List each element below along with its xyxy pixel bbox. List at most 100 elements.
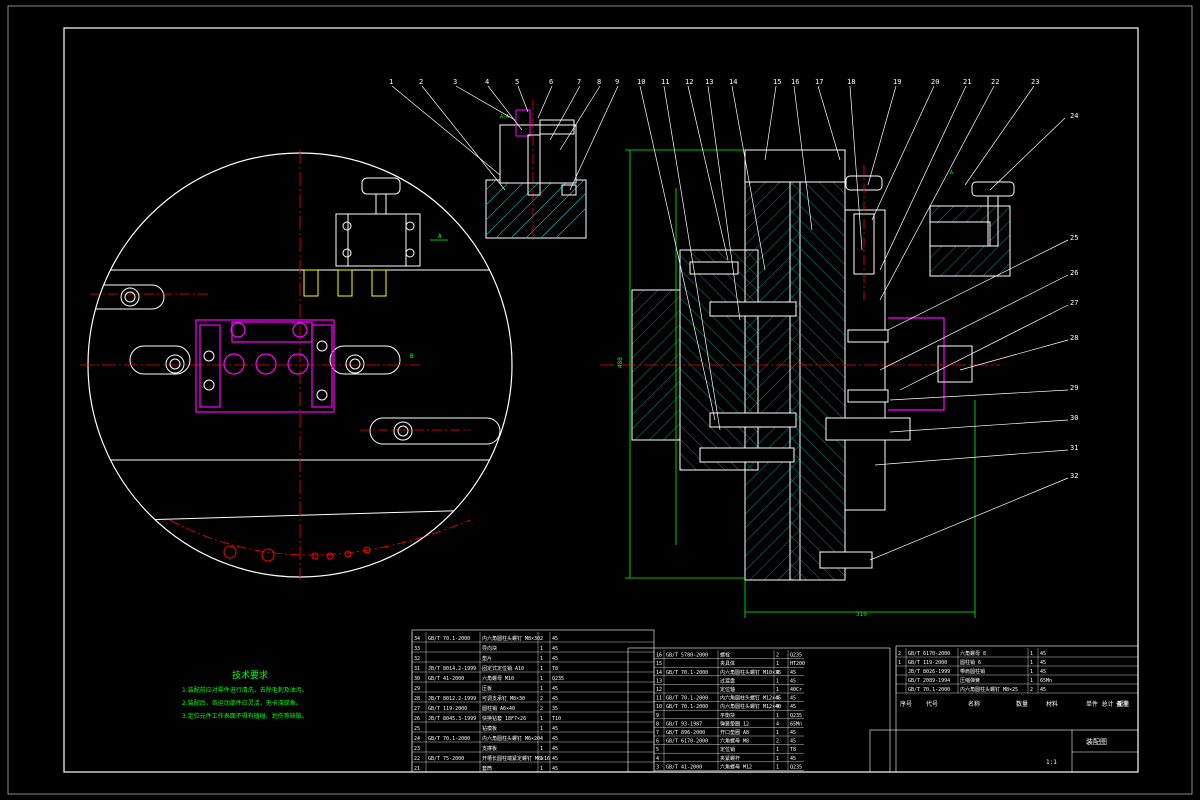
table-cell: 带肩圆柱销 (960, 668, 985, 675)
table-cell: 3 (656, 764, 659, 770)
table-cell: 1 (898, 660, 901, 666)
table-cell: 1 (776, 678, 779, 684)
table-cell: 4 (540, 736, 543, 742)
balloon-number: 8 (597, 78, 601, 86)
table-cell: JB/T 8014.2-1999 (428, 666, 476, 672)
table-cell: 内六角圆柱头螺钉 M8×30 (482, 635, 540, 642)
table-cell: 定位销 (720, 746, 735, 753)
table-cell: 8 (656, 721, 659, 727)
table-cell: 25 (414, 726, 420, 732)
table-cell: 4 (776, 696, 779, 702)
table-cell: T8 (790, 747, 796, 753)
table-cell: 45 (552, 756, 558, 762)
table-cell: 23 (414, 746, 420, 752)
table-cell: 2 (540, 636, 543, 642)
balloon-number: 16 (791, 78, 799, 86)
table-cell: 29 (414, 686, 420, 692)
clamp-block (335, 177, 421, 267)
table-cell: 15 (656, 661, 662, 667)
tech-notes: 1.装配前应对零件进行清洗，去除毛刺及油污。 2.装配后，各运动部件应灵活，无卡… (182, 684, 352, 723)
table-cell: 1 (1030, 651, 1033, 657)
table-cell: 固定式定位销 A10 (482, 665, 524, 672)
table-cell: 14 (656, 670, 662, 676)
table-cell: GB/T 70.1-2000 (666, 704, 708, 710)
balloon-number: 33 (1070, 0, 1078, 2)
table-cell: 2 (540, 696, 543, 702)
section-mark-a: A (438, 233, 442, 240)
table-cell: 45 (1040, 660, 1046, 666)
table-header-cell: 备注 (1116, 700, 1128, 708)
dim-width: 310 (856, 611, 867, 618)
drawing-scale: 1:1 (1046, 759, 1057, 766)
table-cell: 22 (414, 756, 420, 762)
balloon-number: 20 (931, 78, 939, 86)
table-cell: 32 (414, 656, 420, 662)
table-cell: 内六角圆柱头螺钉 M6×20 (482, 735, 540, 742)
svg-text:A-A: A-A (500, 114, 509, 120)
table-cell: 套筒 (482, 765, 492, 772)
table-cell: 压板 (482, 685, 492, 692)
table-cell: 2 (540, 706, 543, 712)
table-cell: 1 (540, 686, 543, 692)
table-cell: 45 (1040, 687, 1046, 693)
table-cell: 9 (656, 713, 659, 719)
table-header-cell: 代号 (926, 700, 938, 708)
table-cell: 4 (776, 670, 779, 676)
table-cell: 2 (1030, 687, 1033, 693)
table-cell: 六角螺母 M12 (720, 763, 752, 770)
table-cell: GB/T 6170-2000 (908, 651, 950, 657)
table-cell: 1 (1030, 678, 1033, 684)
balloon-number: 29 (1070, 384, 1078, 392)
table-cell: GB/T 41-2000 (666, 764, 702, 770)
balloon-number: 31 (1070, 444, 1078, 452)
table-cell: 21 (414, 766, 420, 772)
balloon-number: 19 (893, 78, 901, 86)
balloon-number: 23 (1031, 78, 1039, 86)
balloon-number: 15 (773, 78, 781, 86)
table-cell: 30 (414, 676, 420, 682)
table-cell: 内六角圆柱头螺钉 M12×40 (720, 703, 781, 710)
balloon-number: 6 (549, 78, 553, 86)
table-cell: 1 (540, 766, 543, 772)
table-cell: 六角螺母 8 (960, 650, 986, 657)
table-cell: 1 (776, 730, 779, 736)
table-cell: 12 (656, 687, 662, 693)
table-cell: 34 (414, 636, 420, 642)
table-cell: GB/T 119-2000 (428, 706, 467, 712)
table-cell: GB/T 75-2000 (428, 756, 464, 762)
table-cell: 快换钻套 18F7×26 (482, 715, 526, 722)
title-block (869, 729, 1139, 773)
table-cell: 内六角圆柱头螺钉 M8×25 (960, 686, 1018, 693)
table-cell: 45 (790, 696, 796, 702)
table-cell: 24 (414, 736, 420, 742)
table-cell: 4 (656, 756, 659, 762)
balloon-number: 14 (729, 78, 737, 86)
detail-view-top: A-A (485, 100, 587, 240)
table-cell: 45 (552, 746, 558, 752)
balloon-number: 7 (577, 78, 581, 86)
table-cell: T8 (552, 666, 558, 672)
table-cell: GB/T 41-2000 (428, 676, 464, 682)
table-cell: GB/T 70.1-2000 (428, 636, 470, 642)
table-cell: 31 (414, 666, 420, 672)
table-cell: 过渡盘 (720, 677, 735, 684)
table-cell: 圆柱销 6 (960, 659, 981, 666)
table-cell: Q235 (790, 713, 802, 719)
table-cell: 可调支承钉 M8×30 (482, 695, 525, 702)
table-cell: 1 (540, 656, 543, 662)
balloon-number: 2 (419, 78, 423, 86)
table-cell: 16 (656, 653, 662, 659)
table-cell: GB/T 70.1-2000 (908, 687, 950, 693)
tech-note-line: 3.定位元件工作表面不得有磕碰、划伤等缺陷。 (182, 713, 308, 720)
balloon-number: 21 (963, 78, 971, 86)
table-cell: GB/T 93-1987 (666, 721, 702, 727)
table-cell: Q235 (790, 764, 802, 770)
table-cell: 45 (790, 704, 796, 710)
table-cell: JB/T 8026-1999 (908, 669, 950, 675)
detail-view-right: A (929, 170, 1015, 277)
table-cell: 六角螺母 M10 (482, 675, 514, 682)
table-cell: GB/T 2089-1994 (908, 678, 950, 684)
table-header-cell: 材料 (1046, 700, 1058, 708)
